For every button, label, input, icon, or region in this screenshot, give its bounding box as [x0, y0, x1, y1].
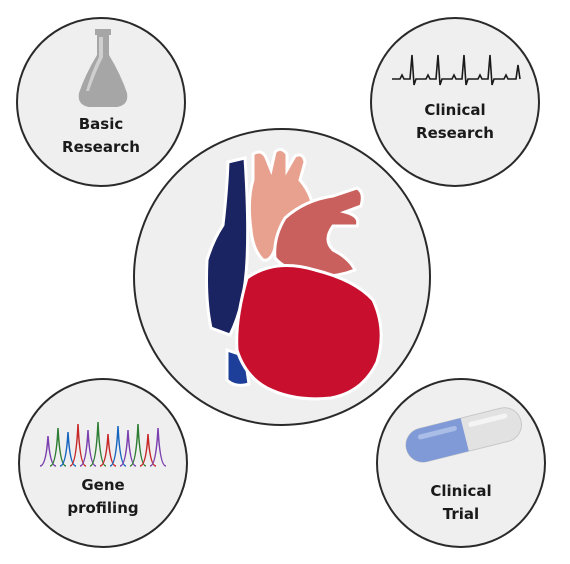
heart-icon [205, 147, 383, 401]
clinical-research-node: Clinical Research [370, 17, 540, 187]
basic-research-node: Basic Research [16, 17, 186, 187]
center-heart-circle [133, 128, 431, 426]
gene-profiling-node: Gene profiling [18, 378, 188, 548]
capsule-icon [405, 407, 522, 463]
gene-profiling-label: Gene profiling [67, 476, 139, 517]
chromatogram-icon [39, 421, 167, 467]
ecg-icon [392, 54, 521, 86]
clinical-trial-label: Clinical Trial [430, 482, 492, 523]
basic-research-label: Basic Research [62, 115, 140, 156]
flask-icon [78, 29, 128, 107]
clinical-research-label: Clinical Research [416, 101, 494, 142]
clinical-trial-node: Clinical Trial [376, 378, 546, 548]
